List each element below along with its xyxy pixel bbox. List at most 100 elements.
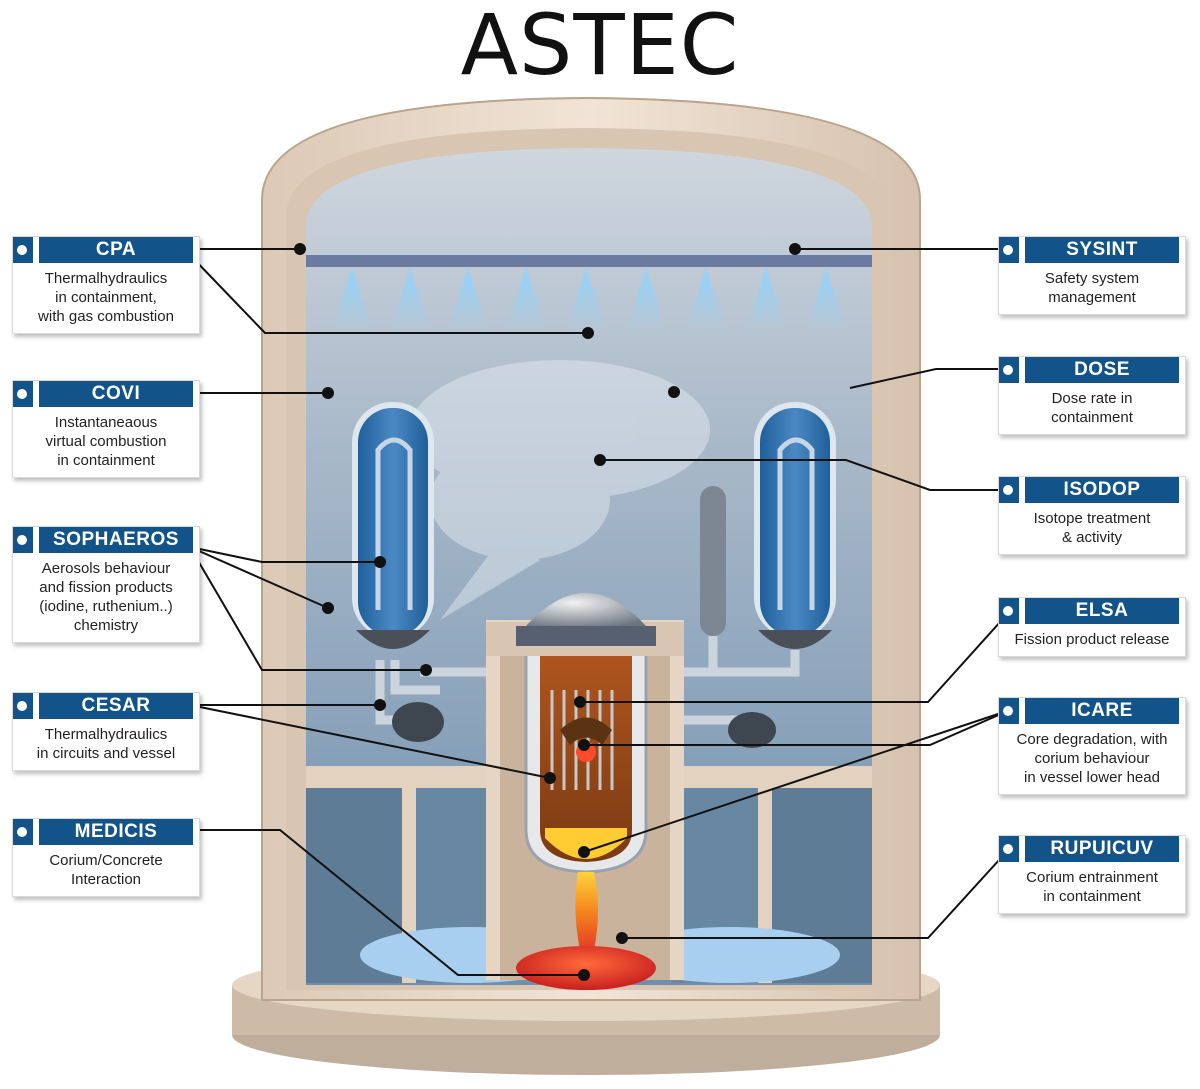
leader-lines [189,248,1011,976]
bullet-icon [17,389,27,399]
module-sophaeros-desc-line: (iodine, ruthenium..) [39,598,173,615]
module-isodop-desc-line: Isotope treatment [1033,510,1151,527]
module-cpa-desc-line: Thermalhydraulics [44,270,168,287]
leader-sophaeros-2 [189,546,329,609]
module-rupuicuv-desc-line: Corium entrainment [1026,869,1158,886]
module-icare: ICARE Core degradation, with corium beha… [998,697,1186,795]
module-elsa-name: ELSA [999,598,1179,624]
module-sophaeros: SOPHAEROS Aerosols behaviour and fission… [12,526,200,643]
module-sysint-title: SYSINT [1066,239,1138,260]
leader-dose [849,368,1010,389]
module-cesar-desc: Thermalhydraulics in circuits and vessel [13,719,199,770]
bullet-icon [17,701,27,711]
bullet-icon [1003,245,1013,255]
module-sysint-name: SYSINT [999,237,1179,263]
module-elsa-title: ELSA [1075,600,1129,621]
module-isodop-desc: Isotope treatment & activity [999,503,1185,554]
module-cpa-desc: Thermalhydraulics in containment, with g… [13,263,199,333]
module-icare-desc-line: in vessel lower head [1024,769,1160,786]
module-medicis: MEDICIS Corium/Concrete Interaction [12,818,200,897]
module-dose-desc: Dose rate in containment [999,383,1185,434]
spray-nozzles [332,268,846,330]
module-icare-desc: Core degradation, with corium behaviour … [999,724,1185,794]
corium-jet [575,872,598,950]
module-cpa-desc-line: in containment, [55,289,157,306]
module-sysint: SYSINT Safety system management [998,236,1186,315]
bullet-icon [17,827,27,837]
leader-sophaeros-1 [189,546,380,563]
module-cesar: CESAR Thermalhydraulics in circuits and … [12,692,200,771]
module-elsa: ELSA Fission product release [998,597,1186,657]
module-sophaeros-desc-line: and fission products [39,579,173,596]
module-isodop-title: ISODOP [1063,479,1141,500]
bullet-icon [1003,365,1013,375]
leader-cesar-2 [189,704,551,779]
module-dose-name: DOSE [999,357,1179,383]
module-isodop: ISODOP Isotope treatment & activity [998,476,1186,555]
leader-sophaeros-3 [189,546,426,671]
module-dose-title: DOSE [1074,359,1130,380]
module-icare-name: ICARE [999,698,1179,724]
module-medicis-desc-line: Corium/Concrete [49,852,163,869]
module-covi-desc: Instantaneaous virtual combustion in con… [13,407,199,477]
module-medicis-title: MEDICIS [74,821,158,842]
module-sysint-desc-line: Safety system [1044,270,1140,287]
module-rupuicuv: RUPUICUV Corium entrainment in containme… [998,835,1186,914]
module-rupuicuv-title: RUPUICUV [1050,838,1154,859]
module-sophaeros-desc-line: Aerosols behaviour [41,560,171,577]
module-covi-title: COVI [91,383,141,404]
module-dose: DOSE Dose rate in containment [998,356,1186,435]
bullet-icon [1003,606,1013,616]
module-cesar-desc-line: in circuits and vessel [36,745,176,762]
module-rupuicuv-desc-line: in containment [1043,888,1141,905]
steam-generator-left [352,402,434,649]
module-icare-desc-line: Core degradation, with [1016,731,1168,748]
module-dose-desc-line: Dose rate in [1051,390,1133,407]
module-sysint-desc-line: management [1048,289,1136,306]
bullet-icon [1003,485,1013,495]
leader-isodop [600,459,1010,491]
module-cesar-title: CESAR [81,695,151,716]
module-cpa: CPA Thermalhydraulics in containment, wi… [12,236,200,334]
module-dose-desc-line: containment [1051,409,1133,426]
module-sysint-desc: Safety system management [999,263,1185,314]
module-covi: COVI Instantaneaous virtual combustion i… [12,380,200,478]
leader-elsa [580,610,1011,703]
module-covi-desc-line: Instantaneaous [54,414,158,431]
module-cpa-desc-line: with gas combustion [38,308,174,325]
page-title: ASTEC [460,0,740,94]
module-icare-title: ICARE [1071,700,1133,721]
module-isodop-desc-line: & activity [1061,529,1122,546]
module-medicis-desc: Corium/Concrete Interaction [13,845,199,896]
leader-cpa-2 [189,254,588,334]
module-sophaeros-desc-line: chemistry [73,617,139,634]
module-icare-desc-line: corium behaviour [1034,750,1150,767]
module-cpa-name: CPA [13,237,193,263]
module-cpa-title: CPA [95,239,137,260]
leader-icare-1 [584,709,1011,746]
corium-pool [516,946,656,990]
coolant-pump-left [392,702,444,742]
module-cesar-name: CESAR [13,693,193,719]
module-elsa-desc-line: Fission product release [1014,631,1170,648]
module-cesar-desc-line: Thermalhydraulics [44,726,168,743]
module-medicis-desc-line: Interaction [70,871,142,888]
module-sophaeros-name: SOPHAEROS [13,527,193,553]
coolant-pump-right [728,712,776,748]
pressurizer [700,486,726,636]
bullet-icon [17,245,27,255]
module-rupuicuv-name: RUPUICUV [999,836,1179,862]
module-elsa-desc: Fission product release [999,624,1185,656]
containment-spray-system [306,255,872,330]
steam-plume [410,360,710,620]
module-isodop-name: ISODOP [999,477,1179,503]
bullet-icon [17,535,27,545]
leader-medicis [190,829,584,976]
vessel-head [486,593,684,656]
bullet-icon [1003,706,1013,716]
module-rupuicuv-desc: Corium entrainment in containment [999,862,1185,913]
leader-icare-2 [583,709,1011,853]
leader-rupuicuv [622,847,1011,939]
module-covi-name: COVI [13,381,193,407]
